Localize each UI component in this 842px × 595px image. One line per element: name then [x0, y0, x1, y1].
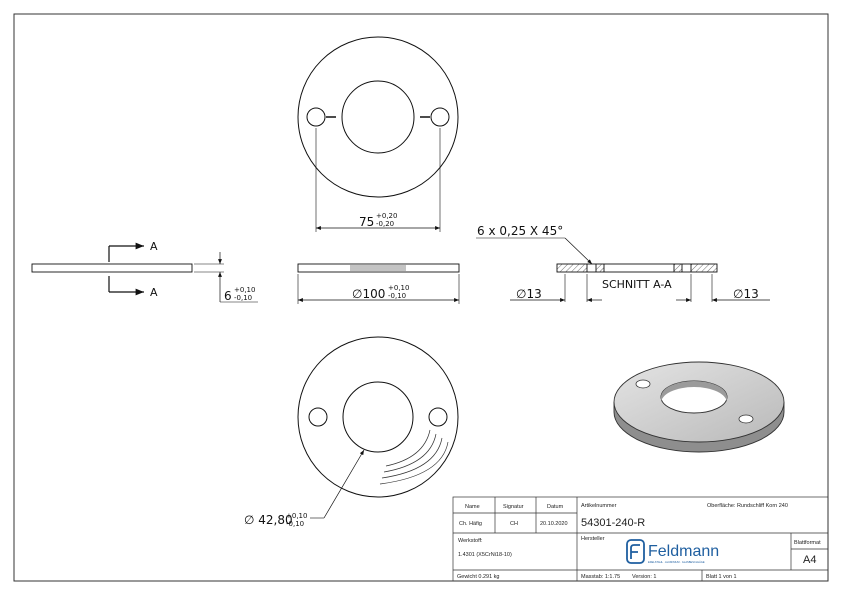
- side-view-left: A A 6 +0,10 -0,10: [31, 240, 258, 303]
- side-view-middle: ∅100 +0,10 -0,10: [297, 263, 460, 304]
- hole-right: [430, 107, 450, 127]
- inner-circle: [341, 80, 415, 154]
- tol-inner-lower: -0,10: [286, 520, 304, 528]
- artikel-label: Artikelnummer: [581, 503, 617, 509]
- blattformat-label: Blattformat: [794, 540, 821, 546]
- bottom-view: ∅ 42,80 +0,10 -0,10: [244, 336, 459, 528]
- outer-circle: [297, 36, 459, 198]
- tol-outer-upper: +0,10: [388, 284, 409, 292]
- top-view: 75 +0,20 -0,20: [297, 36, 459, 232]
- dim-inner-diameter: ∅ 42,80: [244, 513, 293, 527]
- artikel-nummer: 54301-240-R: [581, 517, 645, 529]
- section-label-bottom: A: [150, 286, 158, 299]
- blatt: Blatt 1 von 1: [706, 574, 737, 580]
- header-signatur: Signatur: [503, 504, 524, 510]
- dim-hole-left: ∅13: [516, 287, 542, 301]
- section-a-a: 6 x 0,25 X 45° ∅13 ∅13 SCHNITT A-A: [476, 224, 770, 302]
- tol-hole-spacing-lower: -0,20: [376, 220, 394, 228]
- isometric-view: [613, 361, 785, 453]
- oberflaeche: Oberfläche: Rundschliff Korn 240: [707, 503, 788, 509]
- tol-inner-upper: +0,10: [286, 512, 307, 520]
- tol-outer-lower: -0,10: [388, 292, 406, 300]
- dim-thickness: 6: [224, 289, 232, 303]
- header-name: Name: [465, 504, 480, 510]
- werkstoff-label: Werkstoff:: [458, 538, 483, 544]
- feldmann-logo: Feldmann EDELSTAHL · ALUMINIUM · GLASBES…: [626, 539, 719, 564]
- dim-outer-diameter: ∅100: [352, 287, 385, 301]
- dim-hole-right: ∅13: [733, 287, 759, 301]
- header-datum: Datum: [547, 504, 564, 510]
- hole-left: [306, 107, 326, 127]
- name-value: Ch. Häfig: [459, 521, 482, 527]
- brand-name: Feldmann: [648, 543, 719, 560]
- blattformat-value: A4: [803, 554, 816, 566]
- dim-hole-spacing: 75: [359, 215, 374, 229]
- tol-hole-spacing-upper: +0,20: [376, 212, 397, 220]
- chamfer-note: 6 x 0,25 X 45°: [477, 224, 563, 238]
- tol-thickness-upper: +0,10: [234, 286, 255, 294]
- gewicht: Gewicht 0.291 kg: [457, 574, 500, 580]
- plate-side: [31, 263, 193, 273]
- werkstoff-value: 1.4301 (X5CrNi18-10): [458, 552, 512, 558]
- section-label-top: A: [150, 240, 158, 253]
- version: Version: 1: [632, 574, 656, 580]
- tol-thickness-lower: -0,10: [234, 294, 252, 302]
- drawing-frame: [13, 13, 829, 582]
- datum-value: 20.10.2020: [540, 521, 568, 527]
- brand-tagline: EDELSTAHL · ALUMINIUM · GLASBESCHLÄGE: [648, 560, 705, 564]
- hersteller-label: Hersteller: [581, 536, 605, 542]
- section-title: SCHNITT A-A: [602, 278, 672, 291]
- masstab: Masstab: 1:1.75: [581, 574, 620, 580]
- signatur-value: CH: [510, 521, 518, 527]
- title-block: [452, 496, 829, 582]
